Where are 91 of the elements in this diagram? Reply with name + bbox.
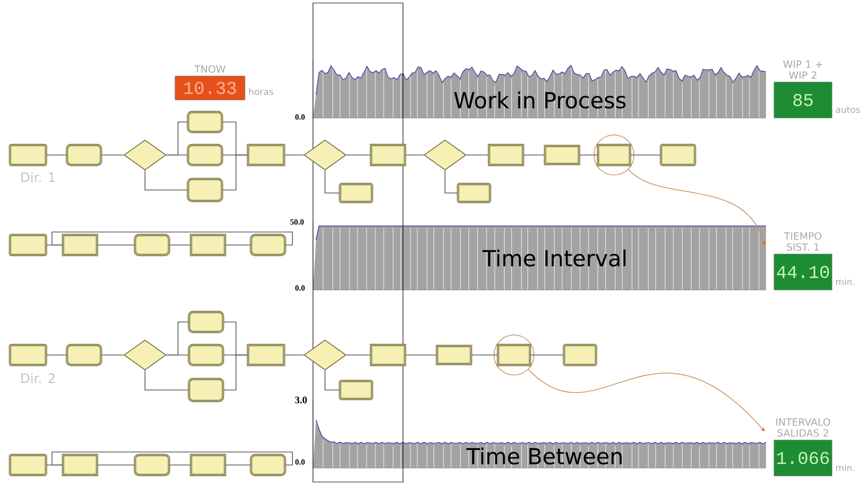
module-box [596,144,632,166]
axis-value: 3.0 [295,396,307,404]
module-box [338,182,374,204]
connector [405,154,424,156]
connector [346,354,371,356]
module-box [660,144,696,166]
module-box [562,344,598,366]
direction-label: Dir. 2 [21,373,55,383]
connector [630,154,661,156]
axis-value: 0.0 [295,459,305,465]
module-box [66,144,102,166]
module-box [370,144,406,166]
module-box [188,378,224,402]
module-box [436,344,472,366]
connector [52,452,293,466]
module-box [188,344,224,366]
connector [97,464,135,466]
direction-label: Dir. 1 [21,172,55,182]
module-box [338,380,374,400]
chart-title: Time Between [466,448,622,465]
module-box [190,454,226,476]
unit-label: min. [836,278,854,285]
module-box [246,144,286,166]
highlight-circle [494,334,534,376]
module-box [488,144,524,166]
connector [97,244,135,246]
connector [324,170,340,194]
module-box [8,234,48,256]
axis-value: 0.0 [295,285,305,291]
module-box [496,344,532,366]
connector [405,354,437,356]
connector [46,154,67,156]
display-heading: WIP 1 + WIP 2 [783,60,822,79]
module-box [186,110,224,134]
connector [144,370,189,390]
display-heading: TNOW [194,65,226,73]
connector [144,170,188,190]
connector [284,354,304,356]
module-box [188,310,224,334]
module-box [8,144,48,166]
connector [225,244,251,246]
axis-value: 50.0 [290,219,304,225]
display-heading: INTERVALO SALIDAS 2 [776,418,830,437]
module-box [190,234,226,256]
module-box [250,234,286,256]
module-box [456,182,492,204]
module-box [186,144,224,166]
connector [46,354,67,356]
module-box [134,454,170,476]
connector [222,154,248,190]
module-box [8,344,48,366]
display-panel: 1.066 [774,440,832,476]
connector [284,154,304,156]
module-box [8,454,48,476]
module-box [246,344,286,366]
connector [225,464,251,466]
chart-title: Time Interval [482,250,626,267]
connector [471,354,498,356]
connector [346,154,371,156]
display-heading: TIEMPO SIST. 1 [784,232,822,251]
connector [523,154,545,156]
module-box [66,344,102,366]
connector [444,170,458,194]
connector [324,370,340,390]
module-box [134,234,170,256]
module-box [250,454,286,476]
connector [166,154,188,156]
display-panel: 85 [774,82,832,118]
connector [166,354,189,356]
connector [169,244,191,246]
axis-value: 0.0 [295,114,305,120]
connector [169,464,191,466]
connector [52,232,293,246]
chart-title: Work in Process [454,91,626,109]
connector [101,154,124,156]
connector [101,354,124,356]
connector [530,354,564,356]
module-box [62,234,98,256]
display-panel: 10.33 [174,76,246,100]
unit-label: min. [836,464,854,471]
module-box [186,178,224,202]
module-box [62,454,98,476]
highlight-circle [594,134,634,176]
unit-label: autos [836,106,860,113]
module-box [544,144,580,166]
connector [223,354,248,390]
connector [466,154,489,156]
module-box [370,344,406,366]
display-panel: 44.10 [774,254,832,290]
connector [579,154,598,156]
unit-label: horas [249,88,274,95]
